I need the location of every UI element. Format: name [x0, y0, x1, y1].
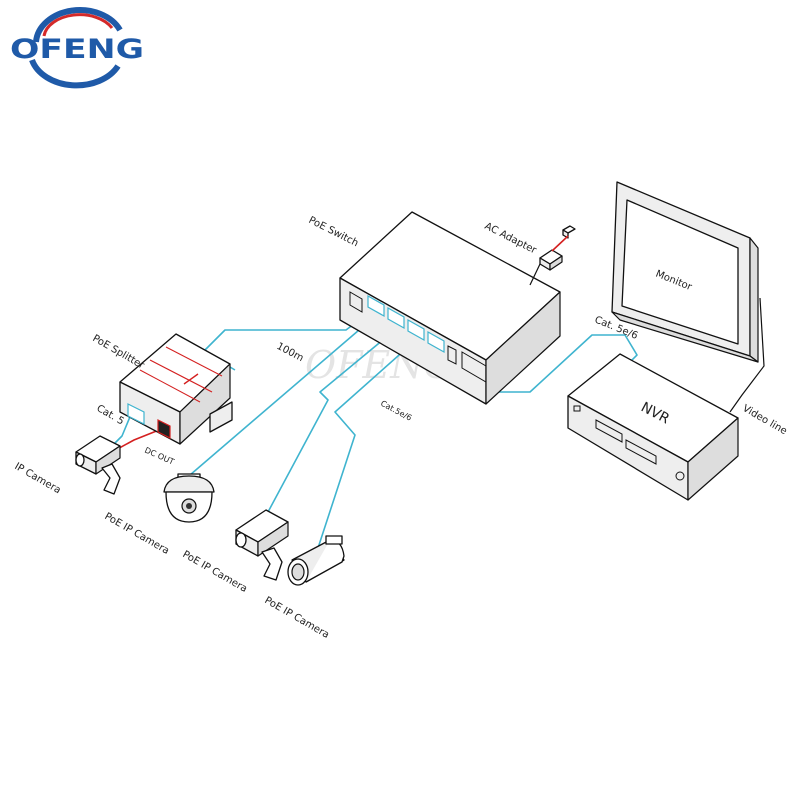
- poe-switch-icon: [339, 211, 561, 405]
- cable-switch-to-box-camera: [267, 319, 408, 513]
- dome-camera-icon: [163, 473, 215, 523]
- logo-ring-top: [33, 7, 123, 43]
- label-poe-ip-camera-3: PoE IP Camera: [263, 595, 331, 641]
- poe-splitter-icon: [119, 333, 233, 445]
- label-poe-ip-camera-2: PoE IP Camera: [181, 549, 249, 595]
- box-camera-icon: [235, 509, 289, 581]
- cable-switch-to-bullet-camera: [317, 331, 426, 549]
- label-cat56-mid: Cat.5e/6: [379, 399, 413, 423]
- ofeng-logo: OFENG: [10, 7, 144, 89]
- bullet-camera-icon: [287, 535, 345, 586]
- label-poe-splitter: PoE Splitter: [91, 333, 147, 372]
- logo-ring-accent: [42, 13, 114, 37]
- logo-text: OFENG: [10, 34, 144, 65]
- label-100m: 100m: [275, 341, 306, 364]
- label-dc-out: DC OUT: [143, 446, 175, 467]
- ac-adapter-icon: [529, 225, 576, 286]
- label-ip-camera: IP Camera: [13, 461, 63, 496]
- label-ac-adapter: AC Adapter: [483, 221, 539, 257]
- box-camera-icon: [75, 435, 121, 495]
- label-poe-ip-camera-1: PoE IP Camera: [103, 511, 171, 557]
- cable-switch-to-dome-camera: [189, 311, 381, 476]
- label-video-line: Video line: [741, 403, 789, 437]
- nvr-icon: [567, 353, 739, 501]
- monitor-icon: [611, 181, 765, 413]
- logo-ring-bottom: [29, 58, 121, 89]
- label-poe-switch: PoE Switch: [307, 215, 360, 249]
